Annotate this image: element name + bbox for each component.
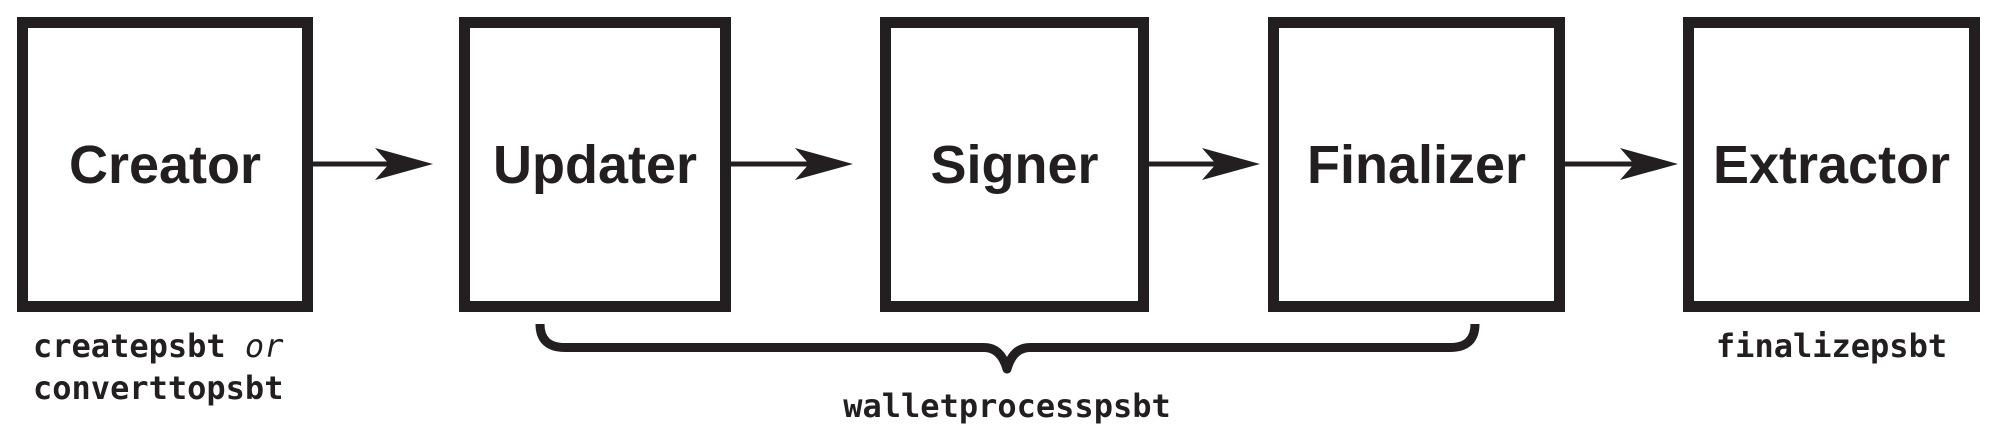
creator-box: Creator	[17, 17, 313, 312]
finalizer-box-label: Finalizer	[1306, 134, 1527, 195]
brace-icon	[535, 323, 1480, 374]
creator-command-1: createpsbt	[33, 327, 226, 365]
finalizepsbt-command: finalizepsbt	[1715, 327, 1948, 365]
flow-arrow-icon	[731, 148, 853, 180]
signer-box: Signer	[880, 17, 1149, 312]
creator-box-label: Creator	[68, 134, 262, 195]
updater-box-label: Updater	[492, 134, 698, 195]
signer-box-label: Signer	[930, 134, 1099, 195]
creator-caption: createpsbt or converttopsbt	[33, 325, 283, 409]
updater-box: Updater	[459, 17, 731, 312]
flow-arrow-icon	[1565, 148, 1678, 180]
brace-caption: walletprocesspsbt	[707, 385, 1307, 427]
extractor-box: Extractor	[1683, 17, 1980, 312]
finalizer-box: Finalizer	[1268, 17, 1565, 312]
flow-arrow-icon	[313, 148, 433, 180]
creator-command-2: converttopsbt	[33, 369, 284, 407]
extractor-box-label: Extractor	[1712, 134, 1951, 195]
creator-caption-conjunction: or	[244, 327, 284, 365]
creator-caption-line-2: converttopsbt	[33, 367, 283, 409]
creator-caption-line-1: createpsbt or	[33, 325, 283, 367]
walletprocesspsbt-command: walletprocesspsbt	[843, 387, 1171, 425]
flow-arrow-icon	[1149, 148, 1260, 180]
extractor-caption: finalizepsbt	[1683, 325, 1980, 367]
